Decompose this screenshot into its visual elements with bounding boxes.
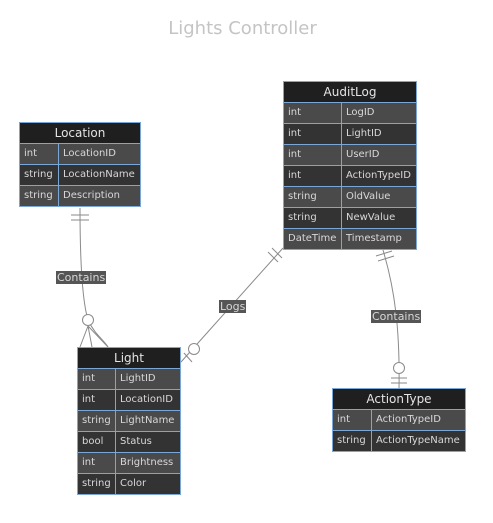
- field-name: Status: [116, 432, 180, 452]
- field-name: ActionTypeID: [342, 166, 416, 186]
- entity-title: ActionType: [333, 389, 465, 410]
- field-type: int: [284, 124, 342, 144]
- field-name: OldValue: [342, 187, 416, 207]
- relationship-label-auditlog-light: Logs: [219, 300, 247, 313]
- field-name: LocationID: [116, 390, 180, 410]
- field-name: LightName: [116, 411, 180, 431]
- field-type: int: [284, 166, 342, 186]
- field-type: DateTime: [284, 229, 342, 249]
- field-type: string: [20, 186, 59, 206]
- field-type: string: [78, 474, 116, 494]
- field-name: NewValue: [342, 208, 416, 228]
- relationship-label-auditlog-actiontype: Contains: [371, 310, 422, 323]
- field-name: Timestamp: [342, 229, 416, 249]
- field-type: string: [284, 187, 342, 207]
- field-type: int: [284, 145, 342, 165]
- diagram-title: Lights Controller: [168, 18, 317, 39]
- field-name: Color: [116, 474, 180, 494]
- field-name: ActionTypeName: [372, 431, 465, 451]
- field-type: int: [78, 390, 116, 410]
- entity-title: Location: [20, 123, 140, 144]
- field-type: string: [333, 431, 372, 451]
- entity-title: AuditLog: [284, 82, 416, 103]
- field-type: int: [78, 453, 116, 473]
- field-name: LightID: [116, 369, 180, 389]
- field-name: UserID: [342, 145, 416, 165]
- field-type: int: [333, 410, 372, 430]
- field-name: LocationID: [59, 144, 140, 164]
- entity-title: Light: [78, 348, 180, 369]
- field-type: int: [20, 144, 59, 164]
- field-name: ActionTypeID: [372, 410, 465, 430]
- field-name: LightID: [342, 124, 416, 144]
- field-name: Brightness: [116, 453, 180, 473]
- field-name: LocationName: [59, 165, 140, 185]
- relationship-label-location-light: Contains: [56, 271, 107, 284]
- field-type: string: [78, 411, 116, 431]
- field-type: int: [284, 103, 342, 123]
- field-name: LogID: [342, 103, 416, 123]
- field-name: Description: [59, 186, 140, 206]
- field-type: string: [284, 208, 342, 228]
- field-type: bool: [78, 432, 116, 452]
- field-type: string: [20, 165, 59, 185]
- field-type: int: [78, 369, 116, 389]
